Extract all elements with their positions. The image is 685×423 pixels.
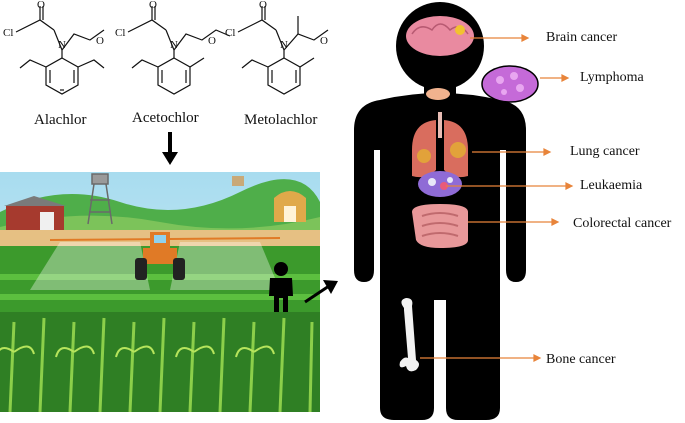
chemical-name-metolachlor: Metolachlor (244, 112, 318, 128)
barn-icon (4, 196, 66, 230)
chemical-name-alachlor: Alachlor (34, 112, 87, 128)
atom-o: O (96, 35, 104, 47)
lymphoma-cells-icon (481, 65, 539, 103)
lungs-icon (412, 112, 468, 178)
label-leukaemia: Leukaemia (580, 178, 643, 193)
atom-cl: Cl (225, 27, 235, 39)
down-arrow-icon (162, 132, 178, 165)
person-icon (269, 262, 293, 312)
alachlor-structure (15, 6, 105, 95)
atom-o: O (259, 0, 267, 11)
label-brain-cancer: Brain cancer (546, 30, 618, 45)
chemical-name-acetochlor: Acetochlor (132, 110, 199, 126)
atom-n: N (280, 39, 288, 51)
label-lung-cancer: Lung cancer (570, 144, 640, 159)
brain-icon (406, 16, 474, 56)
water-tower-icon (87, 173, 113, 225)
label-bone-cancer: Bone cancer (546, 352, 616, 367)
chemical-structures: Cl O N O Cl O N O Cl O N O (3, 0, 329, 95)
label-lymphoma: Lymphoma (580, 70, 644, 85)
label-colorectal-cancer: Colorectal cancer (573, 216, 672, 231)
diagonal-arrow-icon (304, 280, 338, 304)
atom-n: N (170, 39, 178, 51)
atom-o: O (37, 0, 45, 11)
tractor-icon (135, 232, 185, 280)
atom-o: O (208, 35, 216, 47)
atom-cl: Cl (3, 27, 13, 39)
atom-o: O (149, 0, 157, 11)
barn-icon (274, 191, 306, 222)
acetochlor-structure (127, 6, 231, 95)
atom-o: O (320, 35, 328, 47)
human-silhouette (354, 2, 526, 420)
atom-cl: Cl (115, 27, 125, 39)
atom-n: N (58, 39, 66, 51)
bone-icon (399, 298, 419, 372)
blood-cells-icon (418, 171, 462, 197)
farm-scene (0, 172, 320, 412)
metolachlor-structure (237, 6, 329, 95)
intestines-icon (412, 204, 468, 248)
